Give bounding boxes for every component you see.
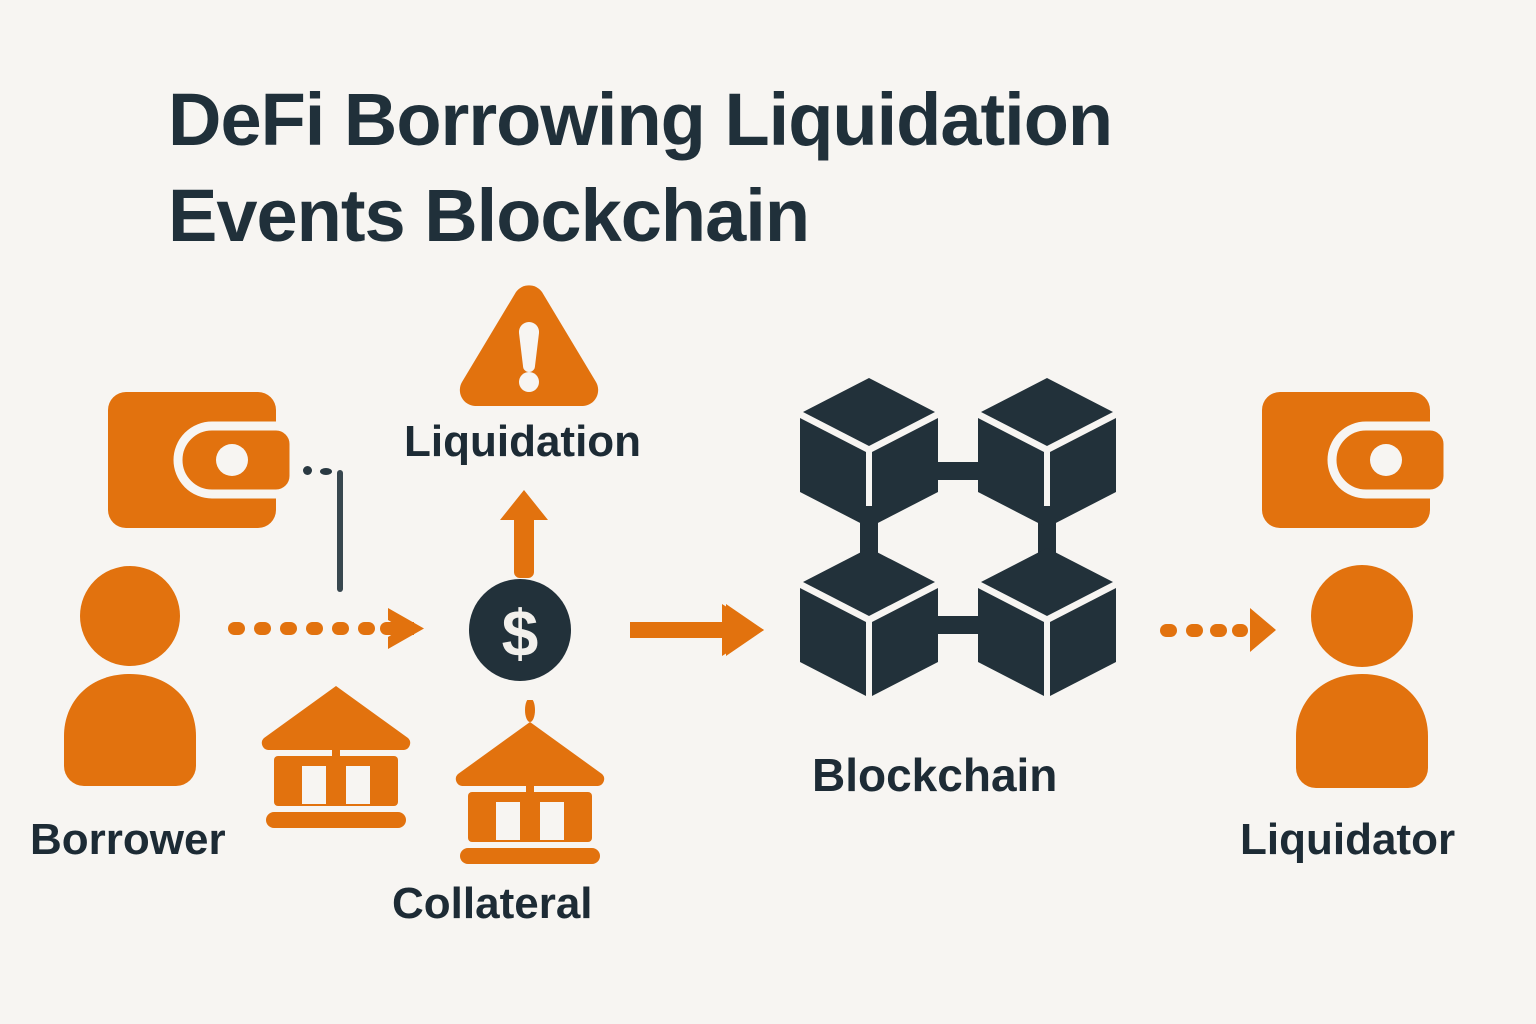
wallet-drop-connector [337, 470, 343, 592]
collateral-label: Collateral [392, 879, 593, 928]
borrower-label: Borrower [30, 815, 226, 864]
dotted-arrow-borrower-to-money [228, 604, 428, 654]
person-icon [1288, 564, 1436, 790]
svg-text:$: $ [502, 596, 539, 670]
liquidation-label: Liquidation [404, 417, 642, 466]
person-icon [56, 566, 204, 788]
wallet-icon [108, 392, 294, 528]
bank-icon [258, 682, 414, 830]
warning-triangle-icon [456, 284, 602, 410]
solid-arrow-money-to-liquidation [498, 490, 550, 578]
liquidator-label: Liquidator [1240, 815, 1456, 864]
page-title: DeFi Borrowing Liquidation Events Blockc… [168, 78, 1113, 257]
bank-icon [452, 700, 608, 866]
blockchain-cubes-icon [792, 366, 1124, 716]
blockchain-label: Blockchain [812, 749, 1058, 801]
wallet-icon [1262, 392, 1448, 528]
solid-arrow-money-to-blockchain [625, 600, 766, 660]
connector-dot-2 [320, 468, 332, 475]
dollar-coin-icon: $ [468, 578, 572, 682]
connector-dot-1 [303, 466, 312, 475]
dotted-arrow-blockchain-to-liquidator [1160, 604, 1276, 656]
